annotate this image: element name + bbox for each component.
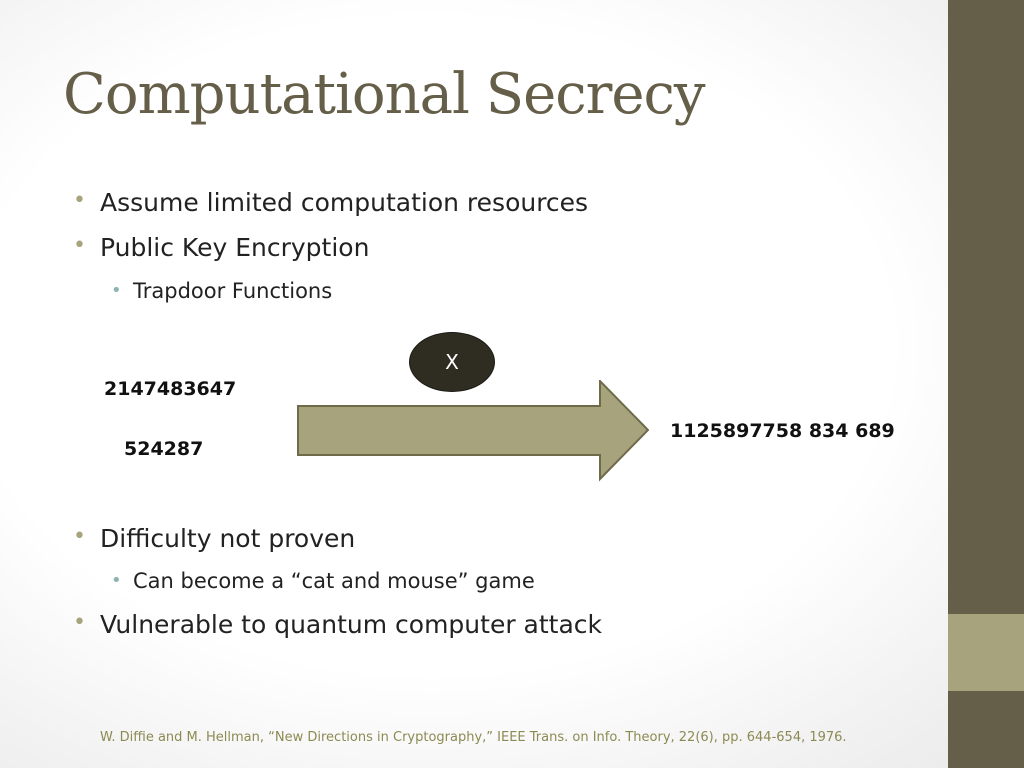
arrow-shape bbox=[297, 380, 649, 482]
bullet-dot: • bbox=[111, 570, 122, 591]
bullet-text: Can become a “cat and mouse” game bbox=[133, 569, 535, 593]
bullet-text: Vulnerable to quantum computer attack bbox=[100, 610, 603, 639]
input-number-b: 524287 bbox=[124, 438, 204, 460]
key-label: X bbox=[445, 350, 459, 374]
bullet-difficulty: • Difficulty not proven bbox=[73, 524, 356, 553]
subbullet-trapdoor: • Trapdoor Functions bbox=[111, 279, 333, 303]
bullet-dot: • bbox=[73, 610, 86, 635]
bullet-text: Trapdoor Functions bbox=[133, 279, 333, 303]
input-number-a: 2147483647 bbox=[104, 378, 237, 400]
bullet-assume-limited: • Assume limited computation resources bbox=[73, 188, 589, 217]
bullet-dot: • bbox=[111, 280, 122, 301]
trapdoor-arrow bbox=[297, 380, 649, 482]
bullet-dot: • bbox=[73, 524, 86, 549]
bullet-text: Assume limited computation resources bbox=[100, 188, 589, 217]
bullet-public-key: • Public Key Encryption bbox=[73, 233, 370, 262]
sidebar-accent-band bbox=[948, 614, 1024, 691]
bullet-dot: • bbox=[73, 233, 86, 258]
output-number: 1125897758 834 689 bbox=[670, 420, 895, 442]
subbullet-cat-mouse: • Can become a “cat and mouse” game bbox=[111, 569, 535, 593]
bullet-text: Difficulty not proven bbox=[100, 524, 356, 553]
bullet-quantum: • Vulnerable to quantum computer attack bbox=[73, 610, 603, 639]
key-oval: X bbox=[409, 332, 495, 392]
citation-footnote: W. Diffie and M. Hellman, “New Direction… bbox=[100, 730, 847, 745]
bullet-dot: • bbox=[73, 188, 86, 213]
slide-title: Computational Secrecy bbox=[63, 62, 706, 127]
bullet-text: Public Key Encryption bbox=[100, 233, 370, 262]
